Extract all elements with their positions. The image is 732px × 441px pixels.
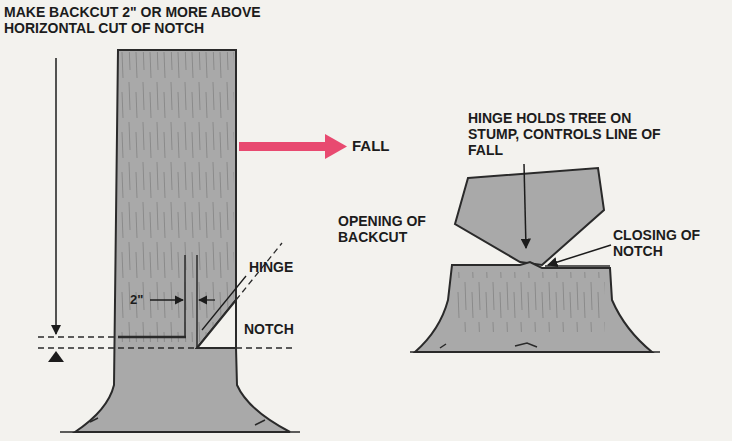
hinge-note: HINGE HOLDS TREE ON STUMP, CONTROLS LINE…: [468, 110, 678, 158]
dimension-label: 2": [130, 292, 143, 308]
hinge-label: HINGE: [249, 259, 293, 275]
standing-tree: [38, 50, 300, 432]
backcut-label: OPENING OF BACKCUT: [338, 213, 456, 245]
fall-arrow: [239, 134, 347, 159]
notch-closing-label: CLOSING OF NOTCH: [613, 227, 728, 259]
notch-label: NOTCH: [244, 321, 294, 337]
fall-label: FALL: [352, 138, 390, 154]
instruction-note: MAKE BACKCUT 2" OR MORE ABOVE HORIZONTAL…: [4, 4, 304, 36]
